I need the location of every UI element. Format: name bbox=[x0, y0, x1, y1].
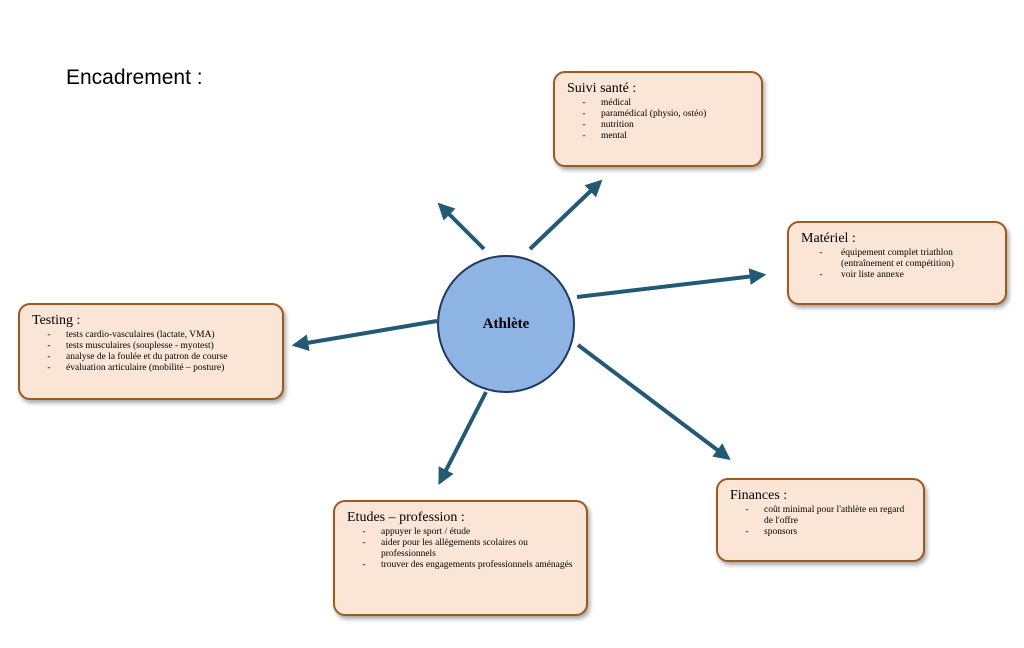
bullet-dash: - bbox=[819, 248, 823, 258]
list-item: - aider pour les allègements scolaires ou… bbox=[347, 538, 576, 560]
list-item-text: mental bbox=[601, 131, 627, 141]
bullet-dash: - bbox=[819, 270, 823, 280]
box-suivi-sante: Suivi santé : - médical - paramédical (phy… bbox=[553, 71, 763, 167]
box-title: Matériel : bbox=[801, 231, 856, 246]
bullet-dash: - bbox=[582, 131, 586, 141]
list-item-text: paramédical (physio, ostéo) bbox=[601, 109, 707, 119]
arrow-to-materiel bbox=[576, 268, 767, 299]
list-item: - tests musculaires (souplesse - myotest) bbox=[32, 341, 272, 352]
list-item-text: tests musculaires (souplesse - myotest) bbox=[66, 341, 214, 351]
box-testing: Testing : - tests cardio-vasculaires (lac… bbox=[18, 303, 284, 400]
bullet-dash: - bbox=[47, 330, 51, 340]
bullet-dash: - bbox=[362, 560, 366, 570]
box-etudes-profession: Etudes – profession : - appuyer le sport … bbox=[333, 500, 588, 616]
box-list: - appuyer le sport / étude - aider pour le… bbox=[347, 527, 576, 571]
box-list: - équipement complet triathlon (entraînem… bbox=[801, 248, 995, 281]
bullet-dash: - bbox=[47, 363, 51, 373]
list-item: - mental bbox=[567, 131, 751, 142]
list-item: - analyse de la foulée et du patron de co… bbox=[32, 352, 272, 363]
list-item: - trouver des engagements professionnels … bbox=[347, 560, 576, 571]
arrow-to-testing bbox=[291, 319, 438, 352]
diagram-title: Encadrement : bbox=[66, 66, 203, 89]
bullet-dash: - bbox=[582, 98, 586, 108]
list-item: - tests cardio-vasculaires (lactate, VMA) bbox=[32, 330, 272, 341]
arrow-up-left bbox=[437, 202, 486, 251]
list-item: - appuyer le sport / étude bbox=[347, 527, 576, 538]
arrow-to-finances bbox=[576, 343, 731, 461]
box-materiel: Matériel : - équipement complet triathlon… bbox=[787, 221, 1007, 305]
list-item-text: voir liste annexe bbox=[841, 270, 904, 280]
box-list: - tests cardio-vasculaires (lactate, VMA)… bbox=[32, 330, 272, 374]
list-item: - médical bbox=[567, 98, 751, 109]
arrow-to-sante bbox=[528, 179, 603, 251]
list-item-text: analyse de la foulée et du patron de cou… bbox=[66, 352, 228, 362]
list-item-text: équipement complet triathlon (entraîneme… bbox=[841, 248, 954, 269]
bullet-dash: - bbox=[362, 538, 366, 548]
list-item-text: aider pour les allègements scolaires ou … bbox=[381, 538, 528, 559]
list-item-text: tests cardio-vasculaires (lactate, VMA) bbox=[66, 330, 215, 340]
box-list: - coût minimal pour l'athlète en regard d… bbox=[730, 505, 913, 538]
list-item: - évaluation articulaire (mobilité – post… bbox=[32, 363, 272, 374]
list-item-text: évaluation articulaire (mobilité – postu… bbox=[66, 363, 225, 373]
list-item-text: coût minimal pour l'athlète en regard de… bbox=[764, 505, 905, 526]
center-node-athlete: Athlète bbox=[437, 255, 575, 393]
list-item-text: médical bbox=[601, 98, 632, 108]
box-title: Suivi santé : bbox=[567, 81, 637, 96]
list-item-text: appuyer le sport / étude bbox=[381, 527, 471, 537]
bullet-dash: - bbox=[362, 527, 366, 537]
box-title: Etudes – profession : bbox=[347, 510, 465, 525]
bullet-dash: - bbox=[745, 505, 749, 515]
list-item-text: nutrition bbox=[601, 120, 634, 130]
box-list: - médical - paramédical (physio, ostéo) - n… bbox=[567, 98, 751, 142]
center-node-label: Athlète bbox=[482, 315, 530, 332]
list-item: - nutrition bbox=[567, 120, 751, 131]
list-item: - paramédical (physio, ostéo) bbox=[567, 109, 751, 120]
box-title: Finances : bbox=[730, 488, 788, 503]
box-title: Testing : bbox=[32, 313, 81, 328]
arrow-to-etudes bbox=[438, 391, 488, 485]
list-item-text: sponsors bbox=[764, 527, 798, 537]
bullet-dash: - bbox=[582, 109, 586, 119]
list-item: - équipement complet triathlon (entraînem… bbox=[801, 248, 995, 270]
bullet-dash: - bbox=[582, 120, 586, 130]
list-item: - sponsors bbox=[730, 527, 913, 538]
box-finances: Finances : - coût minimal pour l'athlète … bbox=[716, 478, 925, 562]
bullet-dash: - bbox=[47, 352, 51, 362]
bullet-dash: - bbox=[47, 341, 51, 351]
list-item-text: trouver des engagements professionnels a… bbox=[381, 560, 573, 570]
list-item: - voir liste annexe bbox=[801, 270, 995, 281]
bullet-dash: - bbox=[745, 527, 749, 537]
list-item: - coût minimal pour l'athlète en regard d… bbox=[730, 505, 913, 527]
